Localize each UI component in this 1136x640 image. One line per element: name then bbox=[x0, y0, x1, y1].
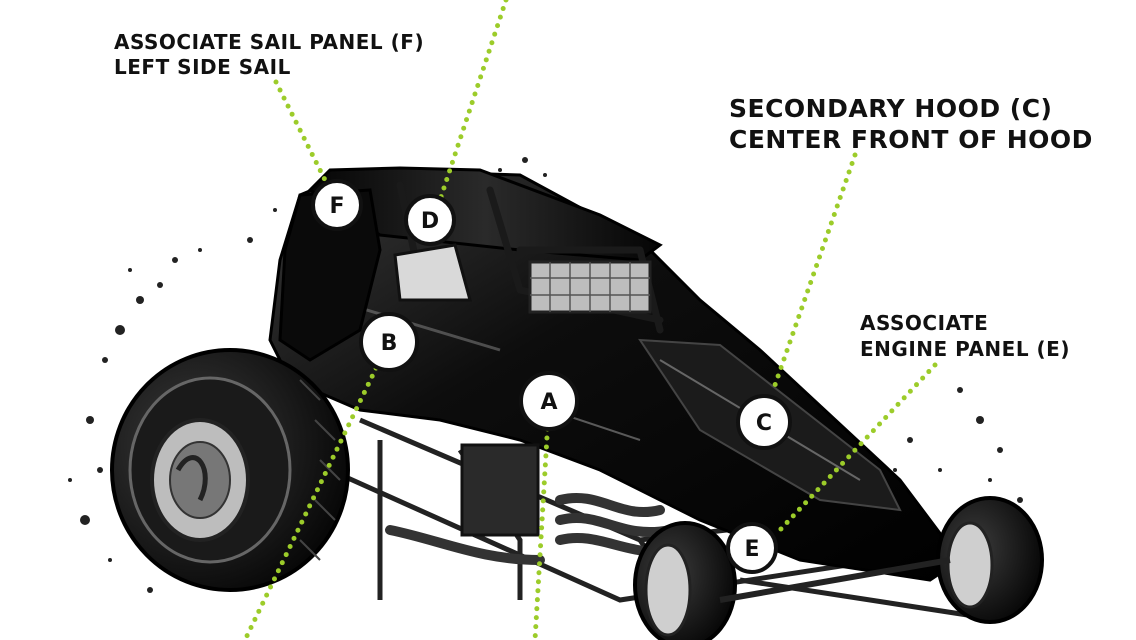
dirt-spray bbox=[68, 157, 1023, 593]
marker-a[interactable]: A bbox=[519, 371, 579, 431]
callout-engine-panel-title: ASSOCIATE bbox=[860, 311, 989, 335]
front-left-tire bbox=[633, 521, 737, 640]
marker-f-label: F bbox=[329, 194, 344, 219]
front-right-tire bbox=[936, 496, 1044, 624]
marker-a-label: A bbox=[540, 390, 557, 415]
callout-sail-panel: ASSOCIATE SAIL PANEL (F) LEFT SIDE SAIL bbox=[114, 30, 424, 80]
marker-f[interactable]: F bbox=[311, 179, 363, 231]
marker-b[interactable]: B bbox=[359, 312, 419, 372]
left-side-sail bbox=[278, 188, 382, 362]
marker-d[interactable]: D bbox=[404, 194, 456, 246]
leader-line-c bbox=[772, 152, 858, 388]
marker-e[interactable]: E bbox=[726, 522, 778, 574]
marker-e-label: E bbox=[744, 537, 759, 562]
marker-c-label: C bbox=[756, 411, 772, 436]
callout-engine-panel-location: ENGINE PANEL (E) bbox=[860, 337, 1070, 361]
rear-left-tire bbox=[110, 348, 350, 592]
marker-b-label: B bbox=[381, 331, 398, 356]
leader-line-e bbox=[777, 362, 938, 533]
callout-sail-panel-location: LEFT SIDE SAIL bbox=[114, 55, 291, 79]
marker-d-label: D bbox=[421, 209, 439, 234]
callout-sail-panel-title: ASSOCIATE SAIL PANEL (F) bbox=[114, 30, 425, 54]
leader-line-a bbox=[532, 417, 551, 640]
callout-secondary-hood-location: CENTER FRONT OF HOOD bbox=[729, 125, 1093, 154]
callout-secondary-hood: SECONDARY HOOD (C) CENTER FRONT OF HOOD bbox=[729, 93, 1093, 155]
top-wing bbox=[307, 166, 663, 262]
engine-block bbox=[460, 443, 540, 537]
leader-lines bbox=[242, 0, 938, 640]
leader-line-f bbox=[273, 79, 333, 193]
callout-engine-panel: ASSOCIATE ENGINE PANEL (E) bbox=[860, 310, 1070, 362]
leader-line-d bbox=[437, 0, 509, 203]
cockpit-window bbox=[393, 243, 472, 302]
callout-secondary-hood-title: SECONDARY HOOD (C) bbox=[729, 94, 1053, 123]
leader-line-b bbox=[242, 357, 383, 640]
marker-c[interactable]: C bbox=[736, 394, 792, 450]
